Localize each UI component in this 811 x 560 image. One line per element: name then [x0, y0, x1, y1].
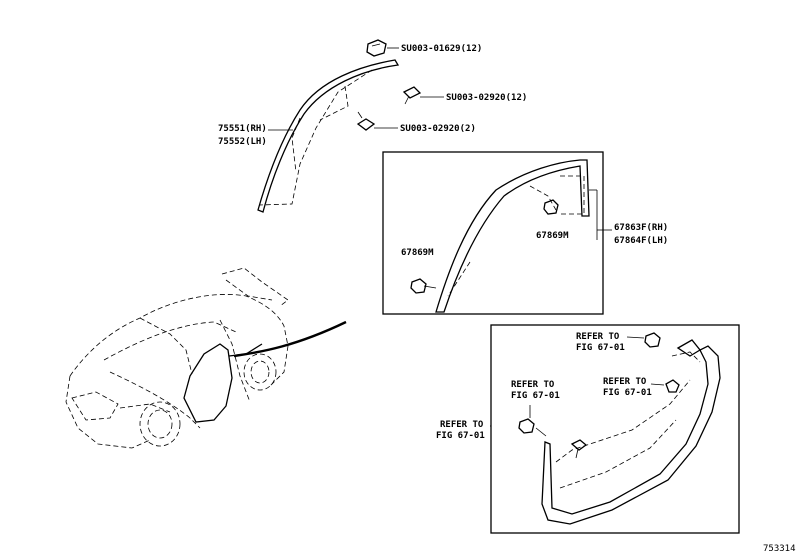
pillar-molding-group: SU003-01629(12) SU003-02920(12) SU003-02…	[218, 39, 527, 213]
door-weatherstrip	[541, 345, 721, 525]
label-molding-lh: 75552(LH)	[218, 137, 267, 147]
label-refer-mid-1: REFER TO	[603, 377, 647, 387]
label-67869m-left: 67869M	[401, 248, 434, 258]
door-frame-weatherstrip	[435, 159, 590, 313]
label-molding-rh: 75551(RH)	[218, 124, 267, 134]
clip-refer-mid-icon	[665, 379, 680, 393]
clip-su003-02920-icon	[402, 86, 422, 105]
clip-refer-top-icon	[644, 332, 661, 348]
label-refer-mid-2: FIG 67-01	[603, 388, 652, 398]
clip-su003-02920-low-icon	[356, 111, 376, 131]
label-refer-bottom-2: FIG 67-01	[511, 391, 560, 401]
detail-box-upper	[382, 151, 604, 315]
clip-67869m-right-icon	[543, 199, 559, 215]
door-weatherstrip-box: REFER TO FIG 67-01 REFER TO FIG 67-01 RE…	[436, 324, 740, 534]
label-refer-left-2: FIG 67-01	[436, 431, 485, 441]
detail-box-lower	[490, 324, 740, 534]
label-clip-mid: SU003-02920(12)	[446, 93, 527, 103]
label-67869m-right: 67869M	[536, 231, 569, 241]
clip-su003-01629-icon	[366, 39, 387, 57]
screw-clip-icon	[570, 439, 588, 459]
car-illustration	[65, 267, 347, 449]
label-weatherstrip-rh: 67863F(RH)	[614, 223, 668, 233]
label-clip-top: SU003-01629(12)	[401, 44, 482, 54]
label-weatherstrip-lh: 67864F(LH)	[614, 236, 668, 246]
car-door-weatherstrip-highlight	[183, 343, 233, 423]
door-frame-weatherstrip-box: 67869M 67869M 67863F(RH) 67864F(LH)	[382, 151, 668, 315]
figure-id: 753314	[763, 544, 796, 554]
label-refer-left-1: REFER TO	[440, 420, 484, 430]
clip-67869m-left-icon	[410, 278, 427, 294]
pillar-molding-strip	[257, 59, 400, 213]
label-refer-top-2: FIG 67-01	[576, 343, 625, 353]
clip-refer-bottom-icon	[518, 418, 535, 434]
label-refer-bottom-1: REFER TO	[511, 380, 555, 390]
label-clip-low: SU003-02920(2)	[400, 124, 476, 134]
label-refer-top-1: REFER TO	[576, 332, 620, 342]
